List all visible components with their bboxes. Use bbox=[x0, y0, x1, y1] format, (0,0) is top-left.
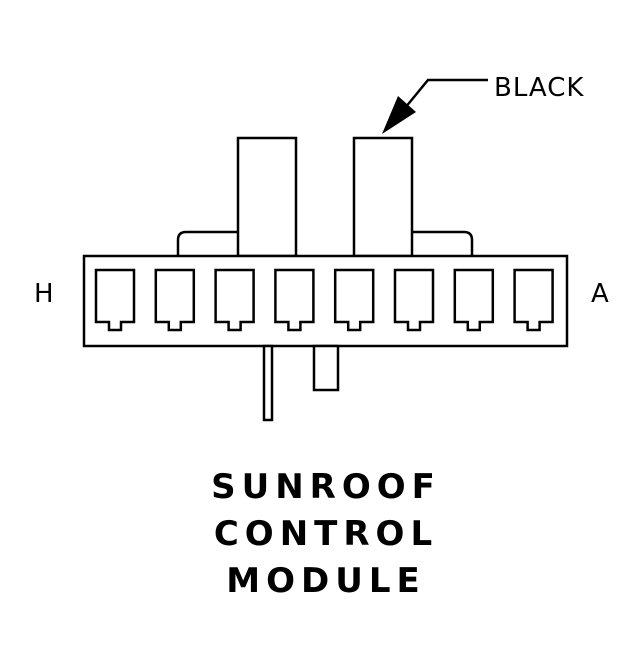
cavity-group bbox=[94, 268, 554, 332]
lower-key-peg bbox=[312, 344, 340, 392]
lower-pin-peg bbox=[262, 344, 274, 422]
connector-cavity-6 bbox=[393, 268, 435, 332]
connector-cavity-2 bbox=[154, 268, 196, 332]
connector-cavity-5 bbox=[333, 268, 375, 332]
pin-label-h: H bbox=[34, 279, 54, 309]
connector-cavity-7 bbox=[453, 268, 495, 332]
title-line-3: MODULE bbox=[226, 561, 425, 601]
left-latch-arm bbox=[176, 230, 238, 256]
right-upper-tab bbox=[352, 136, 414, 258]
left-upper-tab bbox=[236, 136, 298, 258]
pin-label-a: A bbox=[591, 279, 609, 309]
connector-cavity-4 bbox=[274, 268, 315, 332]
connector-cavity-3 bbox=[214, 268, 255, 332]
title-line-1: SUNROOF bbox=[211, 467, 441, 507]
callout-leader-line bbox=[404, 78, 488, 109]
callout-label-black: BLACK bbox=[494, 73, 584, 103]
connector-cavity-8 bbox=[513, 268, 554, 332]
callout-arrowhead bbox=[382, 96, 416, 134]
connector-cavity-1 bbox=[94, 268, 136, 332]
title-line-2: CONTROL bbox=[214, 514, 438, 554]
right-latch-arm bbox=[412, 230, 474, 256]
